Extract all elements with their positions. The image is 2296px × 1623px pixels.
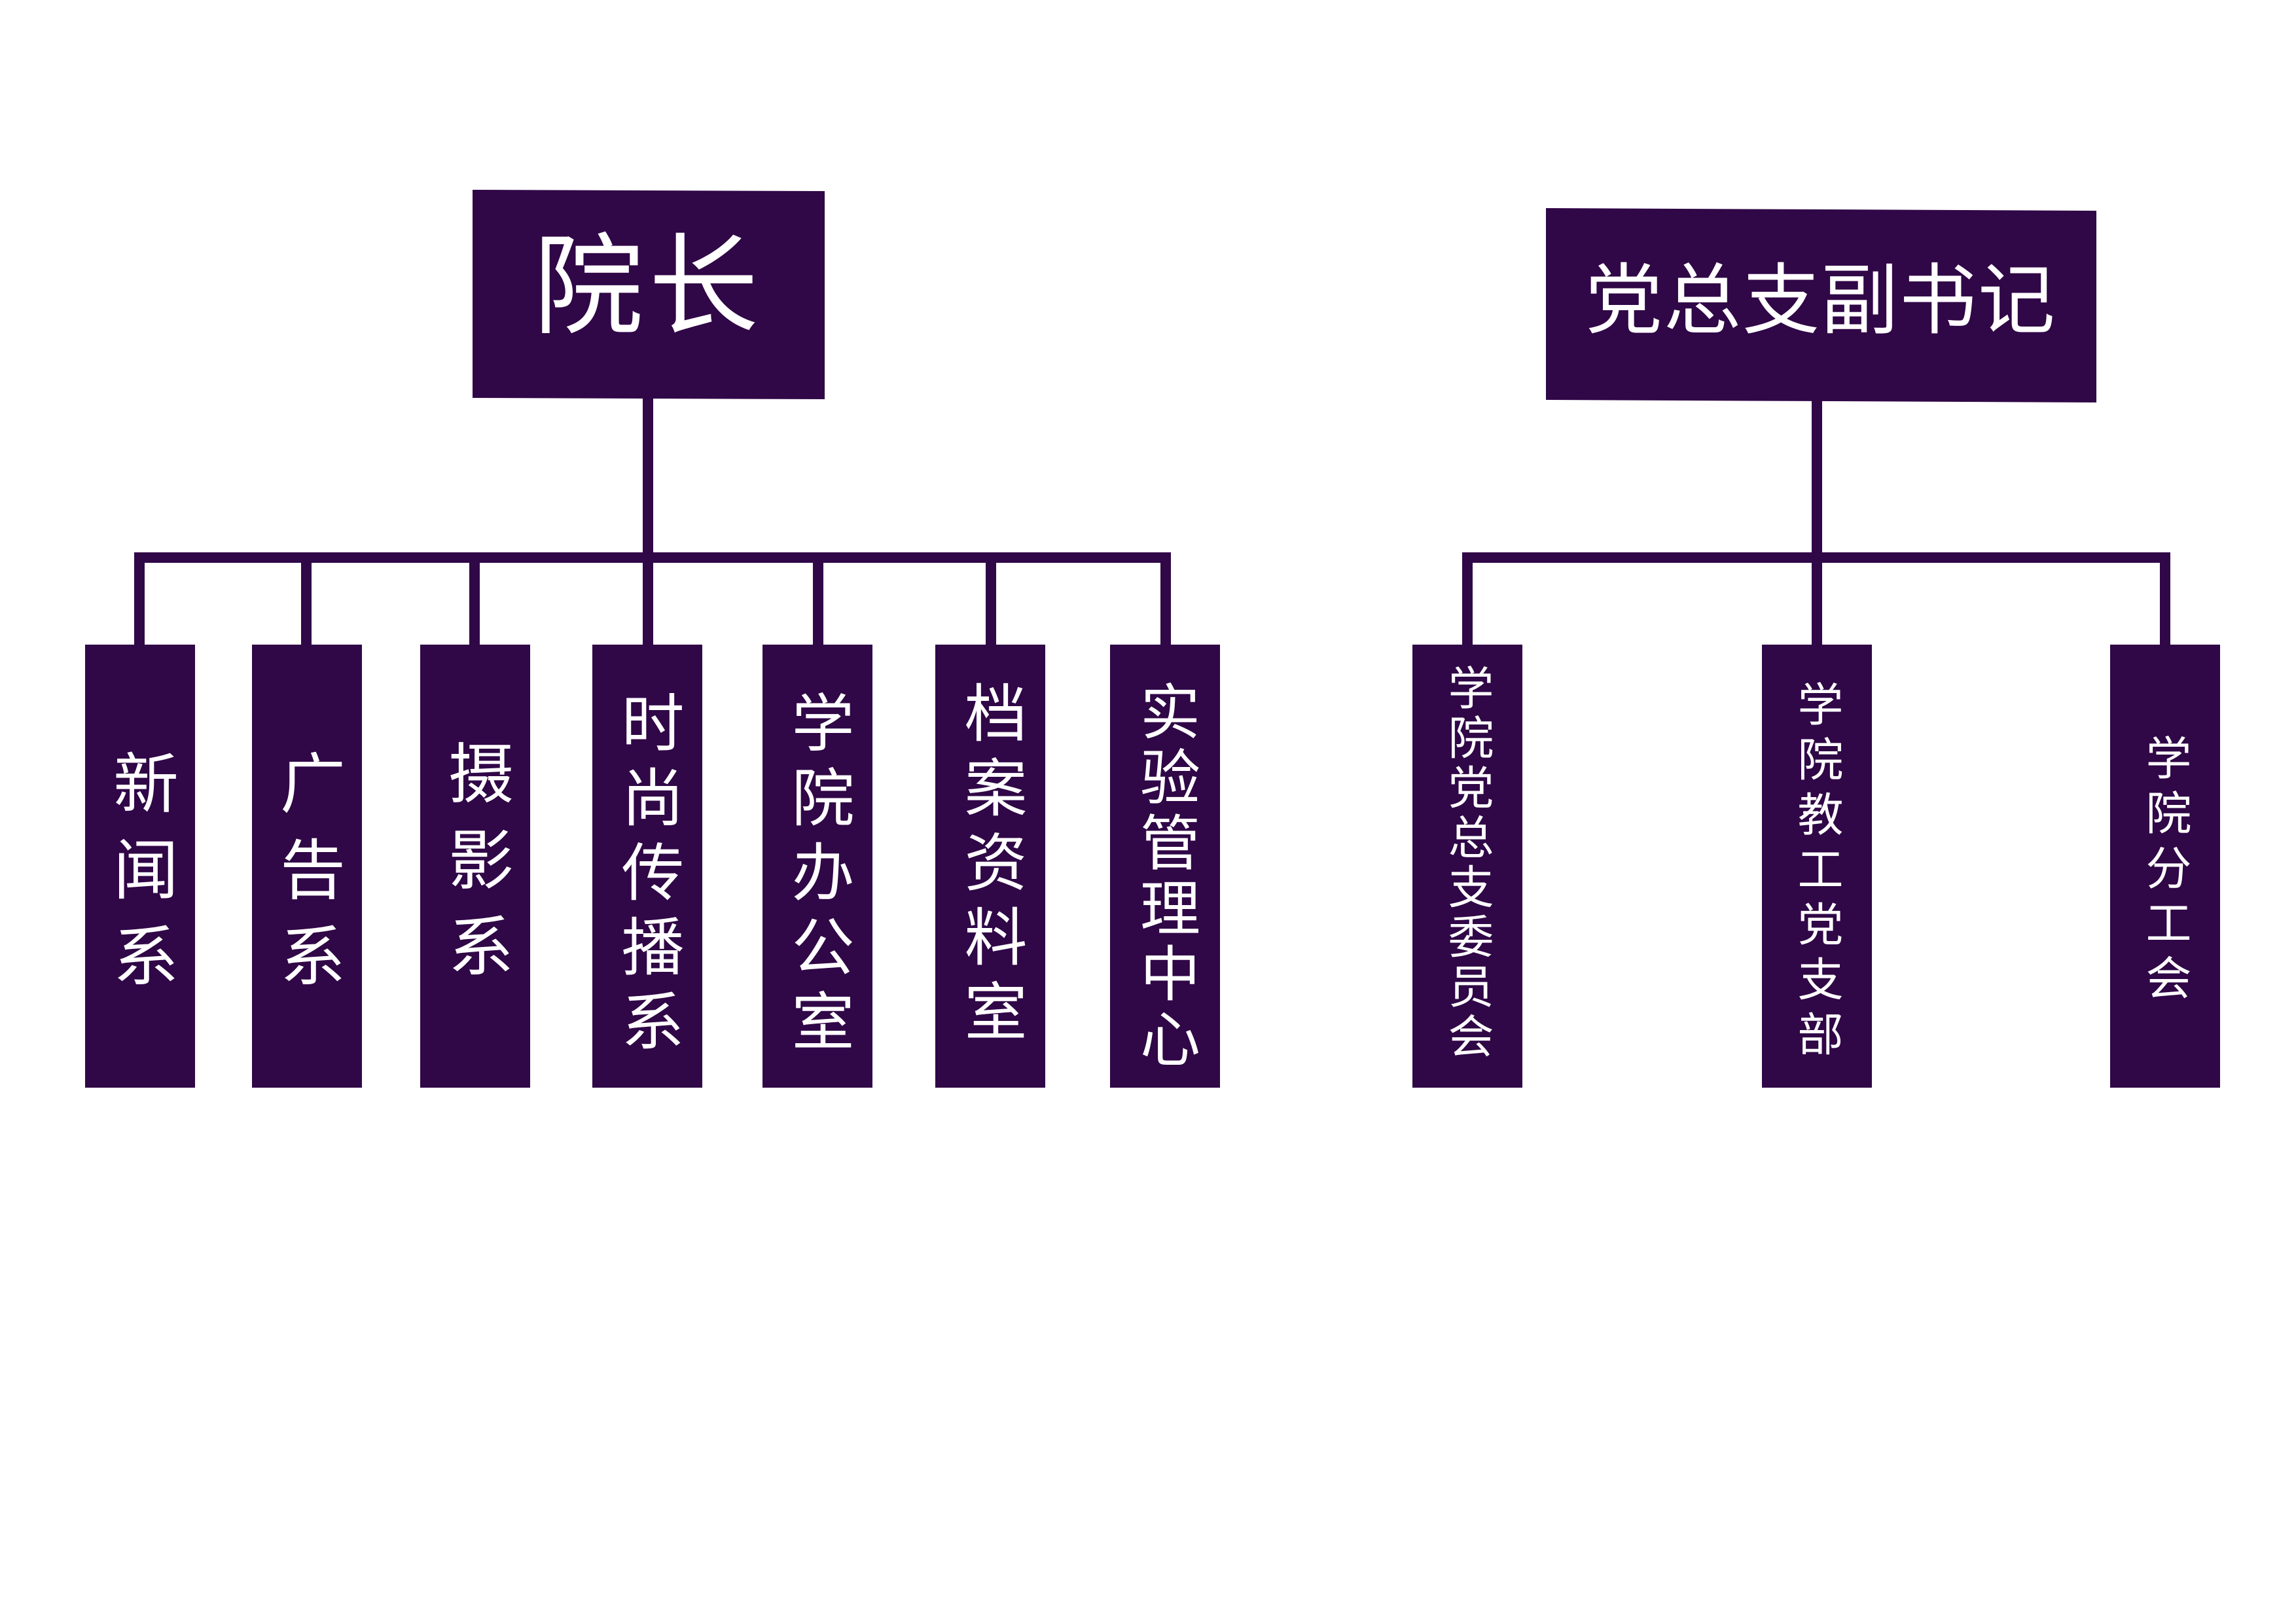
- child-node-label: 档案资料室: [954, 681, 1027, 1054]
- child-node-label: 摄影系: [437, 740, 514, 999]
- child-node[interactable]: 学院分工会: [2110, 645, 2220, 1088]
- child-node-label: 时尚传播系: [611, 690, 684, 1063]
- root-node-party-deputy-secretary[interactable]: 党总支副书记: [1546, 208, 2096, 402]
- child-node[interactable]: 学院办公室: [762, 645, 872, 1088]
- child-node[interactable]: 档案资料室: [935, 645, 1045, 1088]
- child-node-box: [252, 645, 362, 1088]
- root-node-box: [473, 190, 825, 399]
- tree-left-children: 新闻系 广告系 摄影系 时尚传播系 学院办公室 档案资料室: [85, 645, 1220, 1088]
- child-node-box: [2110, 645, 2220, 1088]
- root-node-dean[interactable]: 院长: [473, 190, 825, 399]
- child-node-label: 学院党总支委员会: [1441, 664, 1494, 1062]
- child-node[interactable]: 学院党总支委员会: [1412, 645, 1522, 1088]
- child-node-box: [935, 645, 1045, 1088]
- tree-left: 院长 新闻系 广告系 摄影系 时尚传播系 学院办公室: [85, 190, 1220, 1088]
- child-node-label: 学院办公室: [781, 690, 854, 1063]
- child-node-label: 广告系: [269, 749, 346, 1008]
- root-node-label: 院长: [533, 223, 764, 351]
- child-node[interactable]: 实验管理中心: [1110, 645, 1220, 1088]
- root-node-label: 党总支副书记: [1585, 255, 2056, 346]
- child-node-box: [1412, 645, 1522, 1088]
- child-node[interactable]: 广告系: [252, 645, 362, 1088]
- tree-right-connectors: [1462, 396, 2170, 650]
- child-node-box: [85, 645, 195, 1088]
- tree-right: 党总支副书记 学院党总支委员会 学院教工党支部 学院分工会: [1412, 208, 2220, 1088]
- child-node[interactable]: 时尚传播系: [592, 645, 702, 1088]
- child-node-label: 学院教工党支部: [1790, 681, 1844, 1065]
- child-node[interactable]: 新闻系: [85, 645, 195, 1088]
- child-node-box: [1762, 645, 1872, 1088]
- child-node[interactable]: 学院教工党支部: [1762, 645, 1872, 1088]
- child-node-box: [762, 645, 872, 1088]
- child-node-label: 新闻系: [102, 749, 179, 1008]
- child-node-label: 学院分工会: [2138, 734, 2192, 1009]
- child-node-box: [592, 645, 702, 1088]
- child-node-box: [420, 645, 530, 1088]
- child-node-box: [1110, 645, 1220, 1088]
- child-node-label: 实验管理中心: [1130, 681, 1200, 1073]
- tree-left-connectors: [134, 393, 1171, 650]
- root-node-box: [1546, 208, 2096, 402]
- child-node[interactable]: 摄影系: [420, 645, 530, 1088]
- tree-right-children: 学院党总支委员会 学院教工党支部 学院分工会: [1412, 645, 2220, 1088]
